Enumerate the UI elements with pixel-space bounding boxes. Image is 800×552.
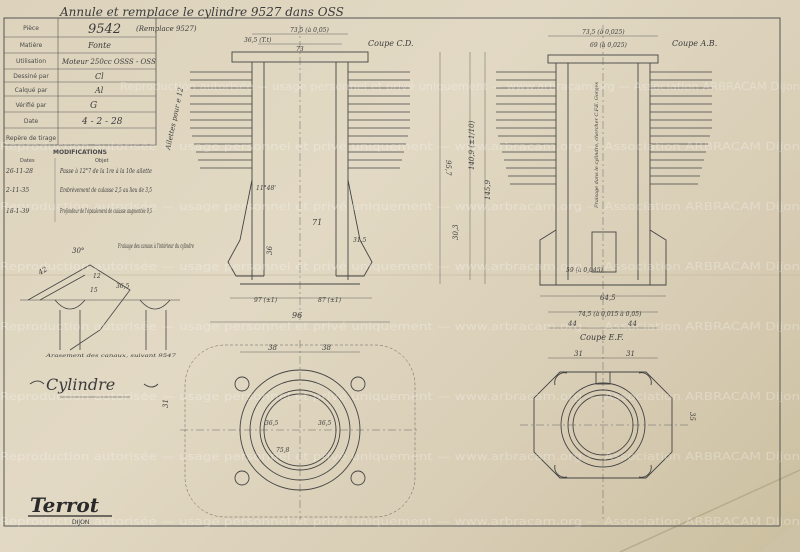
label-matiere: Matière <box>20 42 43 49</box>
dim-d6: 95,7 <box>444 160 452 176</box>
label-piece: Pièce <box>23 25 39 32</box>
value-utilisation: Moteur 250cc OSSS - OSS <box>61 58 156 66</box>
dim-d15: 64,5 <box>600 294 616 302</box>
svg-text:Reproduction autorisée — usage: Reproduction autorisée — usage personnel… <box>0 140 800 153</box>
svg-text:Reproduction autorisée — usage: Reproduction autorisée — usage personnel… <box>0 200 800 213</box>
dim-d23: 12 <box>93 273 101 280</box>
svg-text:Reproduction autorisée — usage: Reproduction autorisée — usage personnel… <box>0 320 800 333</box>
modifications-title: MODIFICATIONS <box>53 149 107 156</box>
svg-text:Reproduction autorisée — usage: Reproduction autorisée — usage personnel… <box>0 260 800 273</box>
svg-text:Reproduction autorisée — usage: Reproduction autorisée — usage personnel… <box>0 515 800 528</box>
plan-view-top <box>180 340 420 520</box>
dim-d1: 73,5 (à 0,05) <box>290 27 329 34</box>
dim-d22: 30° <box>72 247 84 255</box>
mod-date-2: 2-11-35 <box>5 187 29 194</box>
dim-d17b: 44 <box>627 320 637 328</box>
label-dessine: Dessiné par <box>13 73 49 80</box>
dim-d28: 59 (à 0,045) <box>566 267 604 274</box>
dim-d19b: 31 <box>574 350 583 358</box>
mod-col-objet: Objet <box>95 158 109 164</box>
dim-d13: 97 (±1) <box>254 297 278 304</box>
dim-d26: 11°48' <box>256 185 276 192</box>
ref-note: (Remplace 9527) <box>136 25 197 33</box>
mod-text-2: Embrèvement de culasse 2,5 au lieu de 3,… <box>59 187 152 194</box>
dim-d4: 73,5 (à 0,025) <box>582 29 625 36</box>
value-piece: 9542 <box>88 22 121 37</box>
paper-crease <box>619 469 800 552</box>
dim-d8: 145,9 <box>484 179 492 200</box>
value-matiere: Fonte <box>87 41 111 50</box>
label-calque: Calqué par <box>15 87 48 94</box>
mod-col-dates: Dates <box>20 158 35 164</box>
dim-d24: 15 <box>90 287 98 294</box>
svg-text:Reproduction autorisée — usage: Reproduction autorisée — usage personnel… <box>120 80 800 93</box>
section-ab-view <box>496 25 712 320</box>
dim-d20: 35 <box>688 412 696 421</box>
header-annotation: Annule et remplace le cylindre 9527 dans… <box>59 5 344 19</box>
dim-d21: 36,5 <box>116 283 130 290</box>
fraisage-note: Fraisage des canaux à l'intérieur du cyl… <box>117 243 194 250</box>
dim-d18: 38 <box>268 344 277 352</box>
title-block: Pièce 9542 Matière Fonte Utilisation Mot… <box>3 17 157 222</box>
arasement-note: Arasement des canaux, suivant 9547 <box>45 353 178 359</box>
sheet-border <box>3 17 781 527</box>
label-utilisation: Utilisation <box>16 58 46 65</box>
dim-d19c: 31 <box>626 350 635 358</box>
dim-d17: 44 <box>567 320 577 328</box>
section-cd-view <box>190 25 486 323</box>
label-coupe-ef: Coupe E.F. <box>580 333 624 342</box>
dim-d3: 73 <box>296 46 304 53</box>
dim-d14: 87 (±1) <box>318 297 342 304</box>
value-date: 4 - 2 - 28 <box>81 117 123 127</box>
label-coupe-ab: Coupe A.B. <box>672 39 717 48</box>
svg-text:Reproduction autorisée — usage: Reproduction autorisée — usage personnel… <box>0 390 800 403</box>
value-calque: Al <box>94 86 104 95</box>
mod-date-3: 18-1-39 <box>6 208 29 215</box>
dim-d27: 31,5 <box>353 237 367 244</box>
dim-d21c: 36,5 <box>318 420 332 427</box>
dim-d5: 69 (à 0,025) <box>590 42 628 49</box>
value-dessine: Cl <box>95 72 104 81</box>
label-verifie: Vérifié par <box>16 102 47 109</box>
mod-text-3: Profondeur de l'épaulement de culasse au… <box>59 208 152 215</box>
dim-d21b: 36,5 <box>265 420 279 427</box>
dim-d11: 71 <box>312 218 322 227</box>
svg-text:Reproduction autorisée — usage: Reproduction autorisée — usage personnel… <box>0 450 800 463</box>
detail-view <box>20 264 180 351</box>
value-verifie: G <box>90 101 97 111</box>
dim-d29: 75,8 <box>276 447 290 454</box>
label-coupe-cd: Coupe C.D. <box>368 39 414 48</box>
dim-d7: 140,9 (±1/10) <box>468 120 476 170</box>
watermark: Reproduction autorisée — usage personnel… <box>0 80 800 528</box>
drawing-title: Cylindre <box>46 375 115 394</box>
dim-d18b: 38 <box>322 344 331 352</box>
label-date: Date <box>24 118 39 125</box>
dim-d16: 74,5 (à 0,015 à 0,05) <box>578 311 642 318</box>
dim-d12: 96 <box>292 311 302 320</box>
dim-d19: 31 <box>162 399 170 408</box>
mod-date-1: 26-11-28 <box>5 168 33 175</box>
dim-d10: 36 <box>266 246 274 255</box>
svg-text:DIJON: DIJON <box>72 519 89 526</box>
dim-d9: 30,3 <box>452 224 460 240</box>
terrot-logo: Terrot DIJON <box>28 493 112 526</box>
label-repere: Repère de tirage <box>6 135 56 142</box>
section-ef-view <box>520 327 690 520</box>
dim-d2: 36,5 (T.t) <box>244 37 272 44</box>
svg-text:Terrot: Terrot <box>30 493 100 517</box>
fraisage-g: Fraisage dans le cylindre, chercher C.F.… <box>594 82 600 209</box>
mod-text-1: Passe à 12°7 de la 1re à la 10e ailette <box>59 168 152 175</box>
